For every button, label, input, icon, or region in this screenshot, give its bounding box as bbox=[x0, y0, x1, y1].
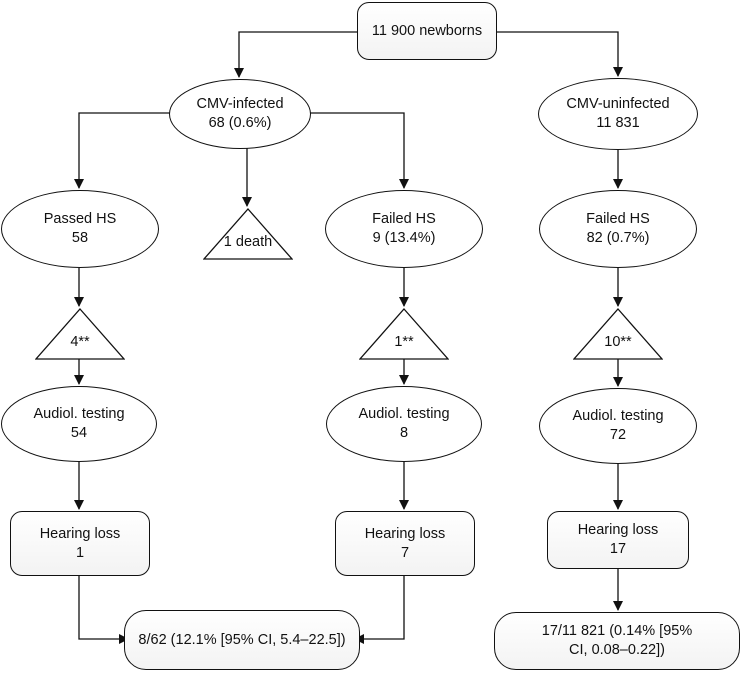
excluded-triangle-passed: 4** bbox=[35, 308, 125, 360]
summary-infected-label: 8/62 (12.1% [95% CI, 5.4–22.5]) bbox=[138, 631, 346, 648]
summary-uninfected-box: 17/11 821 (0.14% [95% CI, 0.08–0.22]) bbox=[494, 612, 740, 670]
excluded-triangle-failed-uninfected: 10** bbox=[573, 308, 663, 360]
excluded-triangle-failed-infected: 1** bbox=[359, 308, 449, 360]
excluded-count-failed-infected: 1** bbox=[394, 334, 414, 350]
cmv-infected-count: 68 (0.6%) bbox=[208, 115, 272, 131]
hearing-loss-failed-uninfected-box: Hearing loss 17 bbox=[547, 511, 689, 569]
failed-hs-uninfected-node: Failed HS 82 (0.7%) bbox=[539, 190, 697, 268]
audiol-testing-failed-infected-count: 8 bbox=[399, 425, 409, 441]
cmv-uninfected-count: 11 831 bbox=[596, 115, 640, 131]
cmv-uninfected-node: CMV-uninfected 11 831 bbox=[538, 78, 698, 150]
excluded-count-passed: 4** bbox=[70, 334, 90, 350]
cmv-infected-node: CMV-infected 68 (0.6%) bbox=[169, 79, 311, 149]
failed-hs-infected-title: Failed HS bbox=[372, 211, 436, 227]
passed-hs-node: Passed HS 58 bbox=[1, 190, 159, 268]
hearing-loss-failed-infected-count: 7 bbox=[400, 544, 410, 561]
summary-uninfected-line2: CI, 0.08–0.22]) bbox=[569, 642, 665, 658]
failed-hs-infected-node: Failed HS 9 (13.4%) bbox=[325, 190, 483, 268]
death-triangle: 1 death bbox=[203, 208, 293, 260]
arrow-hl-left-to-summary bbox=[78, 576, 129, 644]
passed-hs-count: 58 bbox=[71, 230, 89, 246]
audiol-testing-failed-uninfected-node: Audiol. testing 72 bbox=[539, 388, 697, 464]
arrow-infected-to-passed bbox=[74, 112, 173, 189]
hearing-loss-passed-title: Hearing loss bbox=[39, 525, 121, 542]
root-label: 11 900 newborns bbox=[371, 22, 483, 39]
audiol-testing-passed-node: Audiol. testing 54 bbox=[1, 386, 157, 462]
arrow-hl-mid-to-summary bbox=[354, 576, 405, 644]
hearing-loss-failed-uninfected-title: Hearing loss bbox=[577, 522, 659, 538]
summary-uninfected-line1: 17/11 821 (0.14% [95% bbox=[541, 623, 693, 639]
audiol-testing-failed-uninfected-title: Audiol. testing bbox=[572, 408, 664, 424]
cmv-uninfected-title: CMV-uninfected bbox=[566, 96, 670, 112]
audiol-testing-passed-count: 54 bbox=[70, 425, 88, 441]
failed-hs-infected-count: 9 (13.4%) bbox=[372, 230, 436, 246]
audiol-testing-failed-infected-title: Audiol. testing bbox=[358, 406, 450, 422]
cmv-infected-title: CMV-infected bbox=[196, 96, 284, 112]
hearing-loss-failed-uninfected-count: 17 bbox=[609, 541, 627, 557]
hearing-loss-passed-count: 1 bbox=[75, 544, 85, 561]
audiol-testing-failed-infected-node: Audiol. testing 8 bbox=[326, 386, 482, 462]
hearing-loss-failed-infected-box: Hearing loss 7 bbox=[335, 511, 475, 576]
hearing-loss-passed-box: Hearing loss 1 bbox=[10, 511, 150, 576]
audiol-testing-passed-title: Audiol. testing bbox=[33, 406, 125, 422]
summary-infected-box: 8/62 (12.1% [95% CI, 5.4–22.5]) bbox=[124, 610, 360, 670]
failed-hs-uninfected-title: Failed HS bbox=[586, 211, 650, 227]
failed-hs-uninfected-count: 82 (0.7%) bbox=[586, 230, 650, 246]
hearing-loss-failed-infected-title: Hearing loss bbox=[364, 525, 446, 542]
arrow-root-to-uninfected bbox=[497, 31, 623, 77]
audiol-testing-failed-uninfected-count: 72 bbox=[609, 427, 627, 443]
passed-hs-title: Passed HS bbox=[43, 211, 117, 227]
root-box: 11 900 newborns bbox=[357, 2, 497, 60]
death-label: 1 death bbox=[223, 234, 273, 250]
arrow-infected-to-failed bbox=[307, 112, 409, 189]
excluded-count-failed-uninfected: 10** bbox=[604, 334, 632, 350]
arrow-root-to-infected bbox=[234, 31, 357, 78]
